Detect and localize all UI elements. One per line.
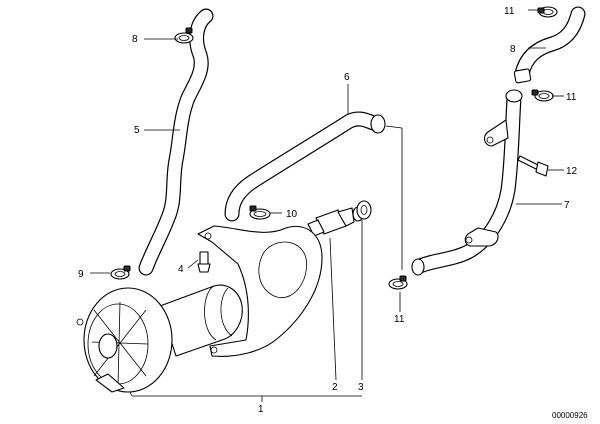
clamp-11-middle <box>531 89 554 102</box>
leader-lines <box>90 9 564 402</box>
bolt-12 <box>517 155 549 177</box>
callout-11-top: 11 <box>504 6 515 17</box>
callout-11-bottom: 11 <box>394 314 405 325</box>
callout-1: 1 <box>258 404 264 415</box>
callout-8-right: 8 <box>510 44 516 55</box>
callout-12: 12 <box>566 166 578 177</box>
clamp-9-top <box>174 27 194 44</box>
callout-11-middle: 11 <box>566 92 577 103</box>
callout-5: 5 <box>134 125 140 136</box>
callout-7: 7 <box>564 200 570 211</box>
screw-4 <box>197 251 211 273</box>
seal-3 <box>356 200 372 220</box>
callout-3: 3 <box>358 382 364 393</box>
clamp-11-bottom <box>388 275 408 290</box>
callout-4: 4 <box>178 264 184 275</box>
hose-6 <box>224 111 386 222</box>
clamp-9-bottom <box>110 265 131 280</box>
callout-9: 9 <box>78 269 84 280</box>
hose-8-right <box>513 6 586 84</box>
callout-6: 6 <box>344 72 350 83</box>
clamp-11-top <box>537 6 558 18</box>
air-pump-1 <box>76 225 323 393</box>
valve-2 <box>307 206 364 237</box>
callout-10: 10 <box>286 209 298 220</box>
drawing-code: 00000926 <box>552 411 588 420</box>
callout-2: 2 <box>332 382 338 393</box>
pipe-7 <box>411 89 523 276</box>
clamp-10 <box>249 205 271 220</box>
callout-8-left: 8 <box>132 34 138 45</box>
hose-5 <box>138 8 214 276</box>
